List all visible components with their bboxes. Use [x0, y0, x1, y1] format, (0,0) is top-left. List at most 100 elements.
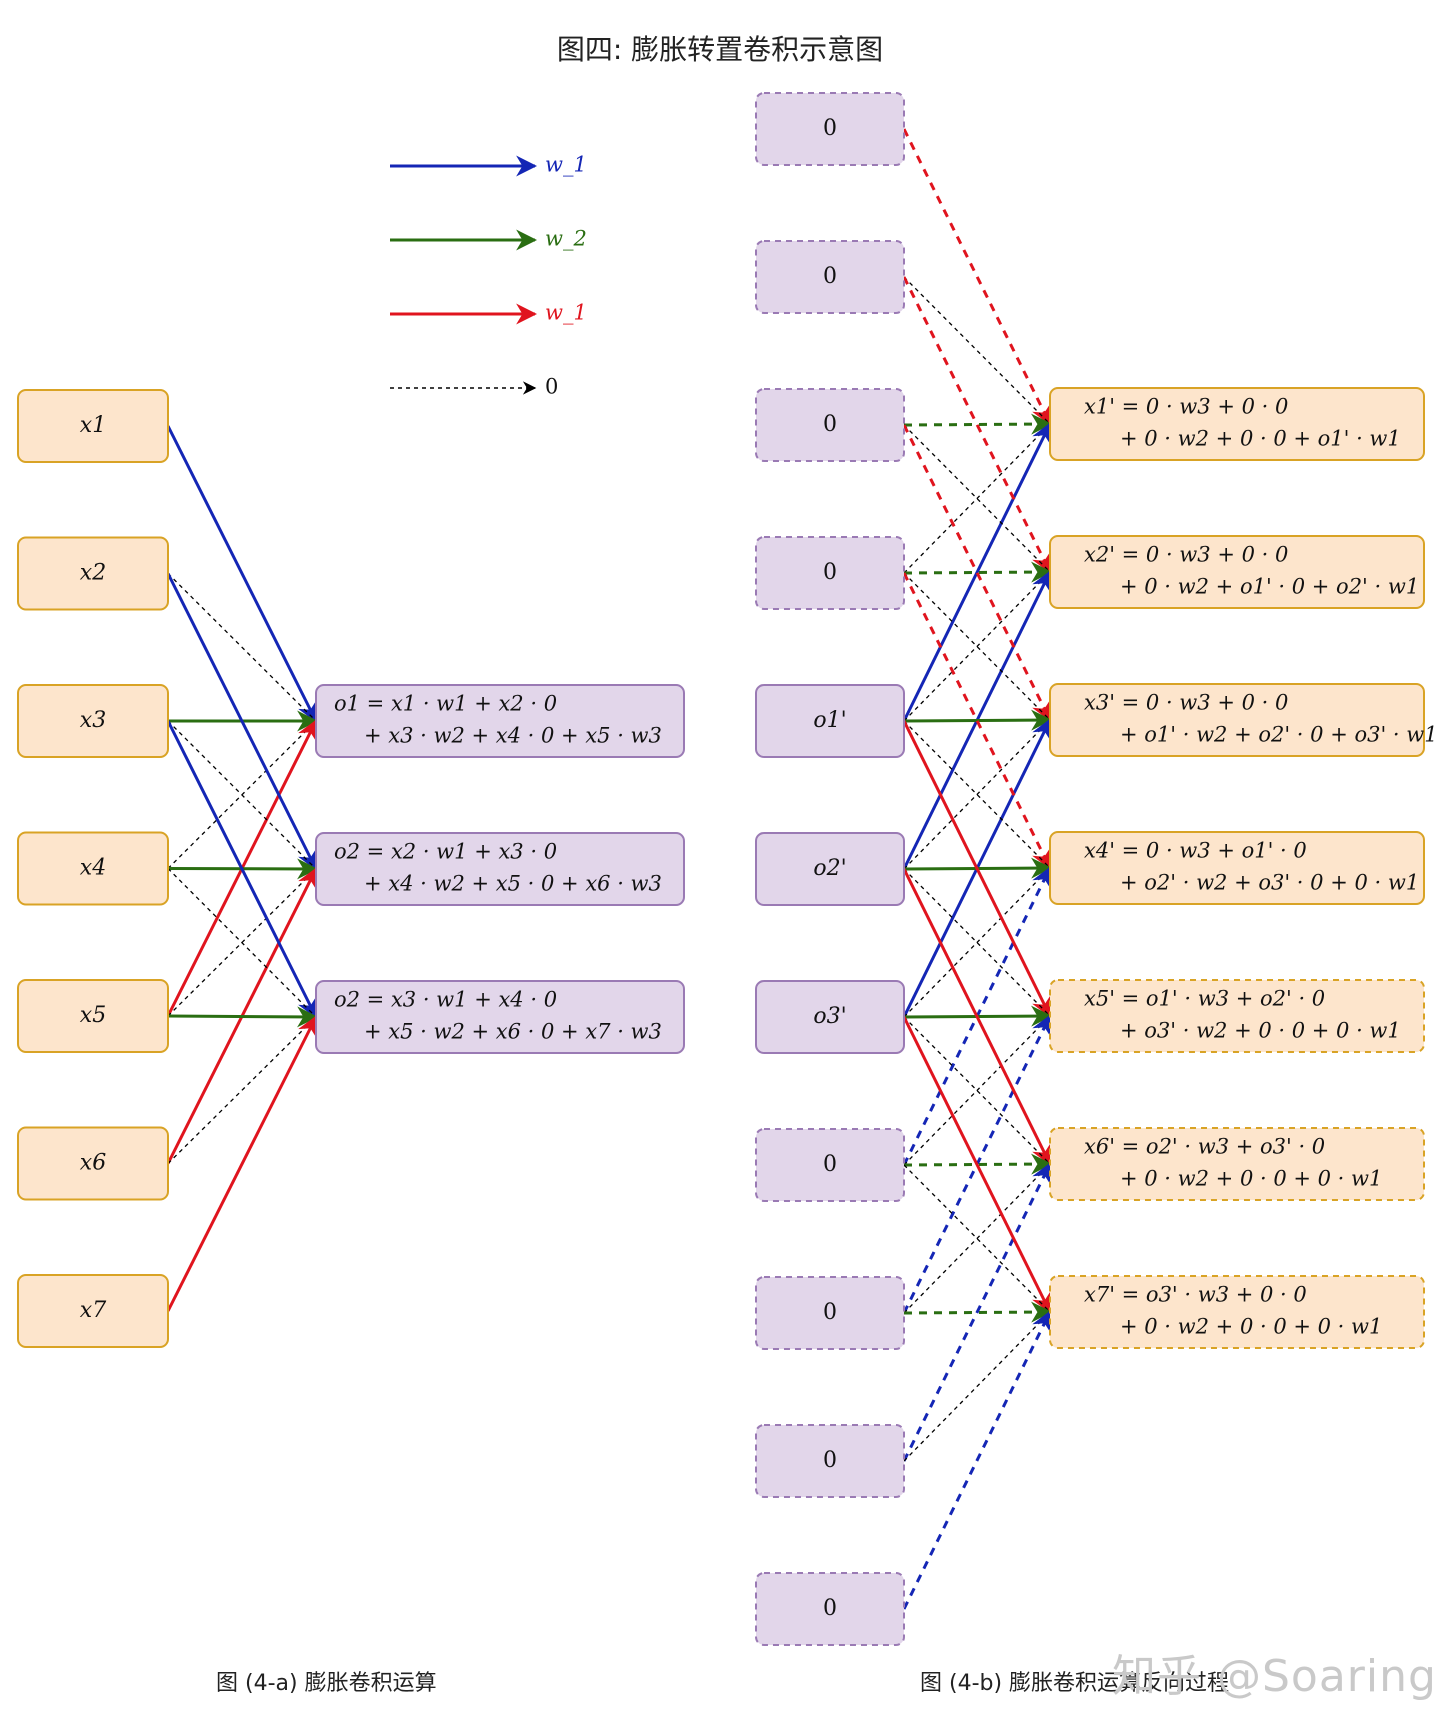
edge-b — [902, 276, 1052, 574]
legend-label: w_2 — [545, 227, 587, 251]
edge-a — [166, 1015, 318, 1312]
edge-b — [902, 1310, 1052, 1610]
output-formula-line1-a: o2 = x3 · w1 + x4 · 0 — [334, 988, 557, 1012]
watermark: 知乎 @Soaring — [1112, 1651, 1437, 1702]
output-node-b — [1049, 535, 1425, 609]
edge-b — [903, 867, 1051, 1018]
edge-b — [902, 128, 1052, 426]
input-node-a — [17, 536, 169, 611]
input-label-b: o3' — [813, 1004, 846, 1029]
edge-b — [903, 423, 1051, 574]
edge-b — [902, 868, 1052, 1166]
edge-layer — [166, 128, 1053, 1610]
input-label-a: x1 — [80, 413, 106, 438]
caption-a: 图 (4-a) 膨胀卷积运算 — [216, 1671, 437, 1696]
input-node-a — [17, 1126, 169, 1201]
zero-pad-label-b: 0 — [823, 264, 837, 289]
edge-b — [902, 424, 1052, 722]
input-node-b — [755, 1572, 905, 1646]
legend-label: 0 — [545, 375, 558, 399]
edge-b — [903, 868, 1051, 1017]
output-node-b — [1049, 387, 1425, 461]
edge-b — [903, 719, 1051, 870]
edge-b — [903, 1301, 1053, 1323]
edge-a — [167, 720, 317, 870]
diagram-title: 图四: 膨胀转置卷积示意图 — [556, 33, 884, 66]
edge-b — [902, 1016, 1052, 1314]
output-formula-line1-a: o2 = x2 · w1 + x3 · 0 — [334, 840, 557, 864]
output-node-b — [1049, 831, 1425, 905]
edge-b — [903, 1163, 1051, 1314]
edge-b — [903, 1153, 1053, 1175]
zero-pad-label-b: 0 — [823, 1152, 837, 1177]
output-formula-line2-b: + o1' · w2 + o2' · 0 + o3' · w1 — [1120, 723, 1438, 747]
zero-pad-label-b: 0 — [823, 412, 837, 437]
output-formula-line1-a: o1 = x1 · w1 + x2 · 0 — [334, 692, 557, 716]
input-label-a: x5 — [80, 1003, 106, 1028]
output-formula-line2-a: + x5 · w2 + x6 · 0 + x7 · w3 — [364, 1020, 662, 1044]
input-node-b — [755, 1128, 905, 1202]
output-formula-line2-b: + 0 · w2 + 0 · 0 + 0 · w1 — [1120, 1315, 1382, 1339]
output-formula-line2-b: + o2' · w2 + o3' · 0 + 0 · w1 — [1120, 871, 1419, 895]
output-formula-line2-b: + o3' · w2 + 0 · 0 + 0 · w1 — [1120, 1019, 1401, 1043]
caption-b: 图 (4-b) 膨胀卷积运算反向过程 — [920, 1671, 1230, 1696]
input-label-a: x3 — [80, 708, 106, 733]
input-label-a: x7 — [80, 1298, 106, 1323]
output-formula-line2-a: + x4 · w2 + x5 · 0 + x6 · w3 — [364, 872, 662, 896]
input-node-b — [755, 1276, 905, 1350]
edge-b — [903, 1311, 1051, 1462]
input-node-a — [17, 831, 169, 906]
edge-b — [902, 720, 1052, 1018]
output-formula-line2-b: + 0 · w2 + 0 · 0 + o1' · w1 — [1120, 427, 1401, 451]
output-node-a — [315, 980, 685, 1054]
edge-b — [903, 1164, 1051, 1313]
edge-b — [903, 1016, 1051, 1165]
output-node-b — [1049, 979, 1425, 1053]
input-node-a — [17, 389, 169, 463]
edge-b — [903, 571, 1051, 722]
legend-label: w_1 — [545, 153, 587, 177]
output-node-b — [1049, 683, 1425, 757]
input-node-b — [755, 1424, 905, 1498]
input-node-b — [755, 980, 905, 1054]
edge-a — [166, 572, 318, 871]
input-node-b — [755, 388, 905, 462]
input-node-b — [755, 832, 905, 906]
edge-a — [167, 1006, 319, 1028]
input-node-b — [755, 536, 905, 610]
zero-pad-label-b: 0 — [823, 1300, 837, 1325]
zero-pad-label-b: 0 — [823, 116, 837, 141]
edge-a — [167, 573, 317, 722]
output-formula-line2-b: + 0 · w2 + o1' · 0 + o2' · w1 — [1120, 575, 1419, 599]
legend: w_1w_2w_10 — [390, 153, 587, 399]
input-label-a: x4 — [80, 856, 106, 881]
output-formula-line1-b: x7' = o3' · w3 + 0 · 0 — [1084, 1283, 1307, 1307]
input-node-b — [755, 92, 905, 166]
output-node-a — [315, 832, 685, 906]
edge-b — [903, 561, 1053, 583]
input-node-a — [17, 979, 169, 1053]
edge-a — [167, 1016, 317, 1164]
edge-a — [166, 425, 318, 723]
output-node-b — [1049, 1275, 1425, 1349]
zero-pad-label-b: 0 — [823, 1596, 837, 1621]
output-formula-line2-a: + x3 · w2 + x4 · 0 + x5 · w3 — [364, 724, 662, 748]
zero-pad-label-b: 0 — [823, 1448, 837, 1473]
output-formula-line1-b: x1' = 0 · w3 + 0 · 0 — [1084, 395, 1288, 419]
edge-b — [902, 572, 1052, 870]
edge-b — [903, 709, 1053, 731]
output-formula-line1-b: x3' = 0 · w3 + 0 · 0 — [1084, 691, 1288, 715]
output-node-b — [1049, 1127, 1425, 1201]
input-node-a — [17, 684, 169, 758]
edge-b — [903, 1015, 1051, 1166]
input-label-a: x2 — [80, 561, 106, 586]
output-formula-line1-b: x6' = o2' · w3 + o3' · 0 — [1084, 1135, 1325, 1159]
input-node-b — [755, 684, 905, 758]
edge-a — [166, 720, 318, 1019]
output-formula-line2-b: + 0 · w2 + 0 · 0 + 0 · w1 — [1120, 1167, 1382, 1191]
zero-pad-label-b: 0 — [823, 560, 837, 585]
input-label-b: o2' — [813, 856, 846, 881]
edge-b — [903, 413, 1053, 435]
